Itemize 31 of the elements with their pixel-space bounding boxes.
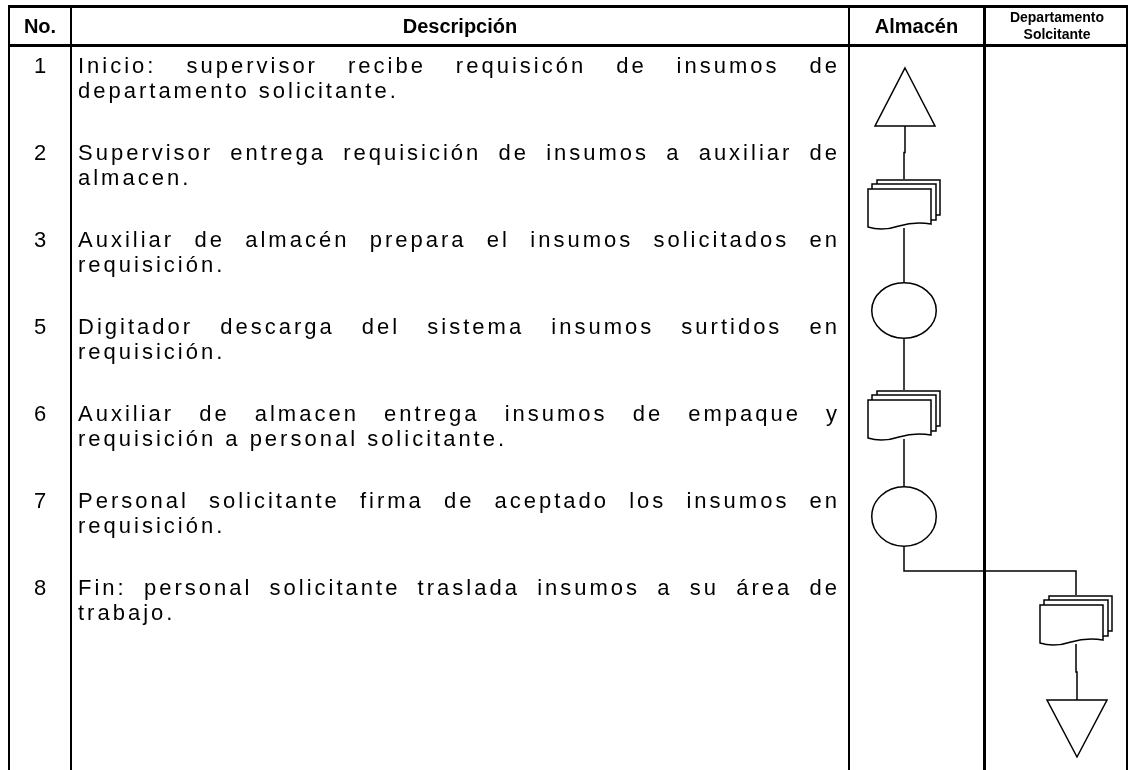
connector-line — [1075, 643, 1078, 701]
connector-line — [903, 125, 906, 180]
step-description: Inicio: supervisor recibe requisicón de insumos de departamento solicitante. — [78, 53, 840, 103]
connector-line — [903, 338, 905, 391]
circle-symbol — [871, 282, 937, 339]
triangle-symbol — [875, 68, 935, 126]
column-header: Descripción — [402, 14, 518, 38]
step-number: 1 — [33, 53, 47, 78]
step-description: Fin: personal solicitante traslada insumos a su área de trabajo. — [78, 575, 840, 625]
step-number: 8 — [33, 575, 47, 600]
document-symbol — [1039, 595, 1113, 647]
connector-line — [903, 546, 1077, 596]
step-number: 2 — [33, 140, 47, 165]
step-description: Supervisor entrega requisición de insumos a auxiliar de almacen. — [78, 140, 840, 190]
circle-symbol — [871, 486, 937, 547]
step-number: 5 — [33, 314, 47, 339]
connector-line — [903, 227, 905, 283]
connector-line — [903, 438, 905, 487]
triangle-symbol — [1047, 700, 1107, 757]
step-number: 7 — [33, 488, 47, 513]
step-description: Auxiliar de almacén prepara el insumos solicitados en requisición. — [78, 227, 840, 277]
step-description: Auxiliar de almacen entrega insumos de empaque y requisición a personal solicitante. — [78, 401, 840, 451]
document-symbol — [867, 390, 941, 442]
column-header: Almacén — [874, 14, 959, 38]
step-description: Digitador descarga del sistema insumos surtidos en requisición. — [78, 314, 840, 364]
document-symbol — [867, 179, 941, 231]
step-number: 6 — [33, 401, 47, 426]
step-number: 3 — [33, 227, 47, 252]
column-header: No. — [23, 14, 57, 38]
step-description: Personal solicitante firma de aceptado los insumos en requisición. — [78, 488, 840, 538]
column-header: Departamento Solcitante — [1008, 9, 1106, 43]
